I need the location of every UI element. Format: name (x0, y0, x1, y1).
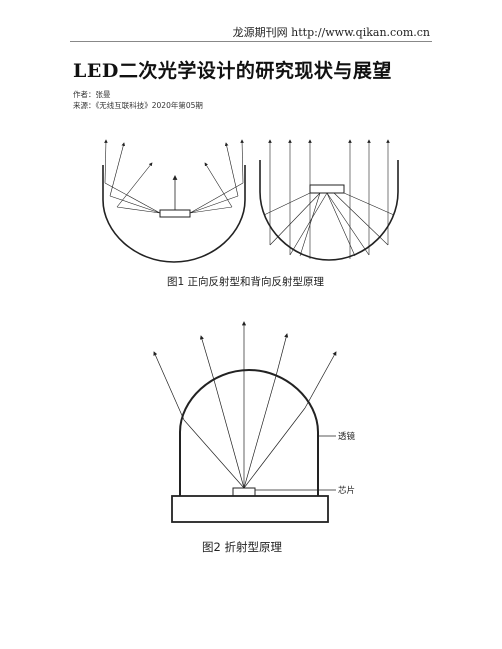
author-line: 作者：张曼 (73, 90, 111, 99)
article-title: LED二次光学设计的研究现状与展望 (73, 60, 392, 82)
header-divider (70, 41, 432, 42)
forward-reflector-cup (102, 165, 246, 263)
chip-label: 芯片 (338, 485, 355, 496)
figure2-caption: 图2 折射型原理 (202, 540, 282, 554)
refraction-chip (232, 487, 256, 497)
refraction-rays (153, 321, 337, 489)
backward-reflector-cup (259, 160, 399, 261)
forward-reflector-rays (104, 139, 244, 214)
figure1-backward-reflector-diagram (259, 139, 399, 261)
figure1-forward-reflector-diagram (102, 139, 246, 263)
forward-reflector-chip (159, 209, 191, 218)
backward-reflector-chip (309, 184, 345, 194)
refraction-base (171, 495, 329, 523)
lens-label: 透镜 (338, 431, 356, 442)
figure2-refraction-diagram (153, 321, 337, 523)
source-line: 来源：《无线互联科技》2020年第05期 (73, 101, 203, 110)
figure1-caption: 图1 正向反射型和背向反射型原理 (167, 275, 325, 288)
refraction-lens-dome (179, 368, 319, 496)
site-header: 龙源期刊网 http://www.qikan.com.cn (232, 26, 430, 39)
backward-reflector-rays (263, 139, 395, 259)
